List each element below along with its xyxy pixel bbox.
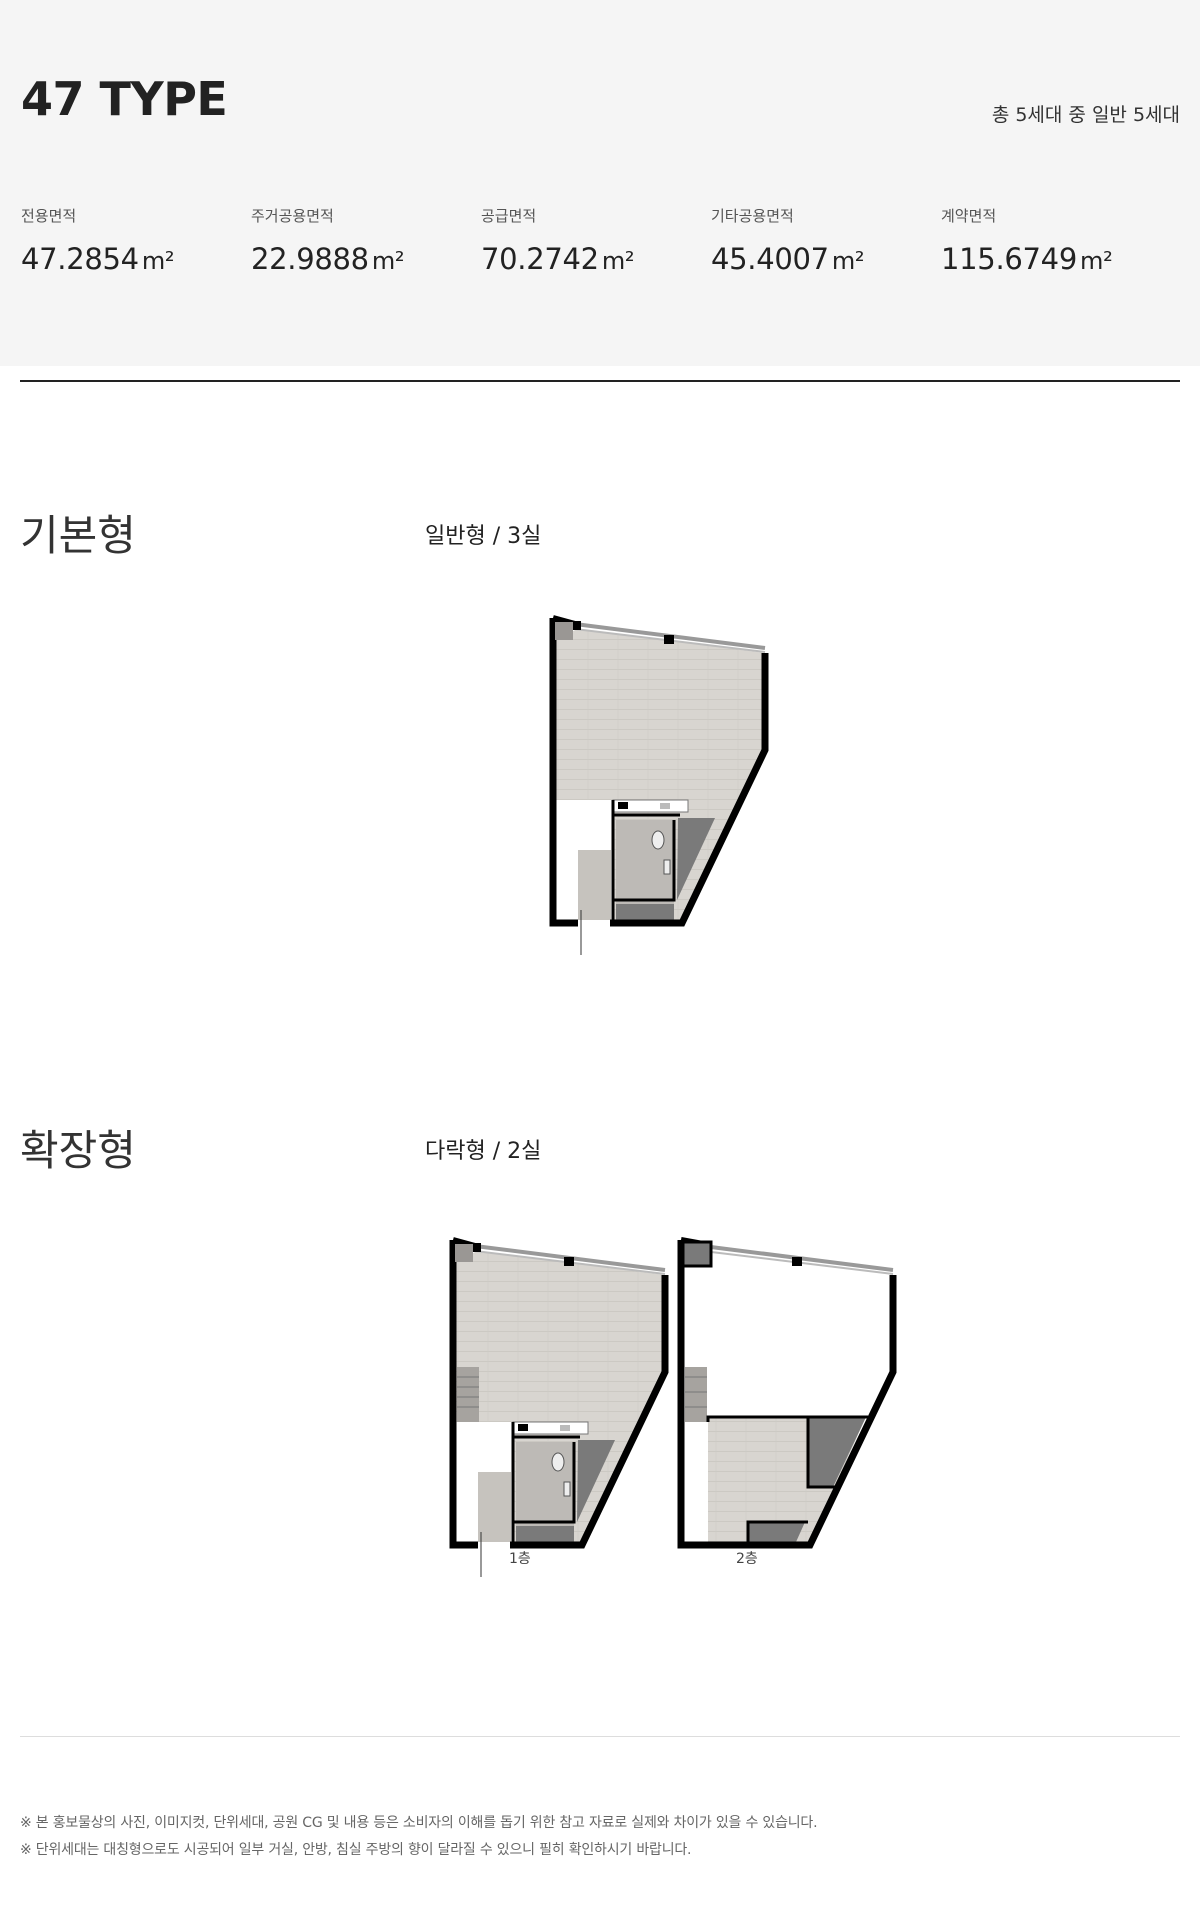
- disclaimer-line: ※ 단위세대는 대칭형으로도 시공되어 일부 거실, 안방, 침실 주방의 향이…: [20, 1842, 692, 1858]
- area-label: 공급면적: [481, 207, 537, 225]
- area-label: 계약면적: [941, 207, 997, 225]
- footer-divider: [20, 1736, 1180, 1737]
- extended-floor2-plan: [677, 1237, 897, 1549]
- floor1-label: 1층: [509, 1551, 531, 1567]
- area-label: 전용면적: [21, 207, 77, 225]
- basic-type-title: 기본형: [20, 511, 136, 560]
- area-label: 주거공용면적: [251, 207, 334, 225]
- floor2-label: 2층: [736, 1551, 758, 1567]
- section-divider: [20, 380, 1180, 382]
- units-note: 총 5세대 중 일반 5세대: [991, 104, 1180, 126]
- type-title: 47 TYPE: [21, 72, 228, 126]
- area-label: 기타공용면적: [711, 207, 794, 225]
- extended-type-title: 확장형: [20, 1126, 136, 1175]
- extended-plan-caption: 다락형 / 2실: [425, 1139, 542, 1164]
- basic-plan-caption: 일반형 / 3실: [425, 524, 542, 549]
- disclaimer-line: ※ 본 홍보물상의 사진, 이미지컷, 단위세대, 공원 CG 및 내용 등은 …: [20, 1815, 818, 1831]
- basic-floor-plan: [549, 615, 769, 955]
- extended-floor1-plan: [449, 1237, 669, 1577]
